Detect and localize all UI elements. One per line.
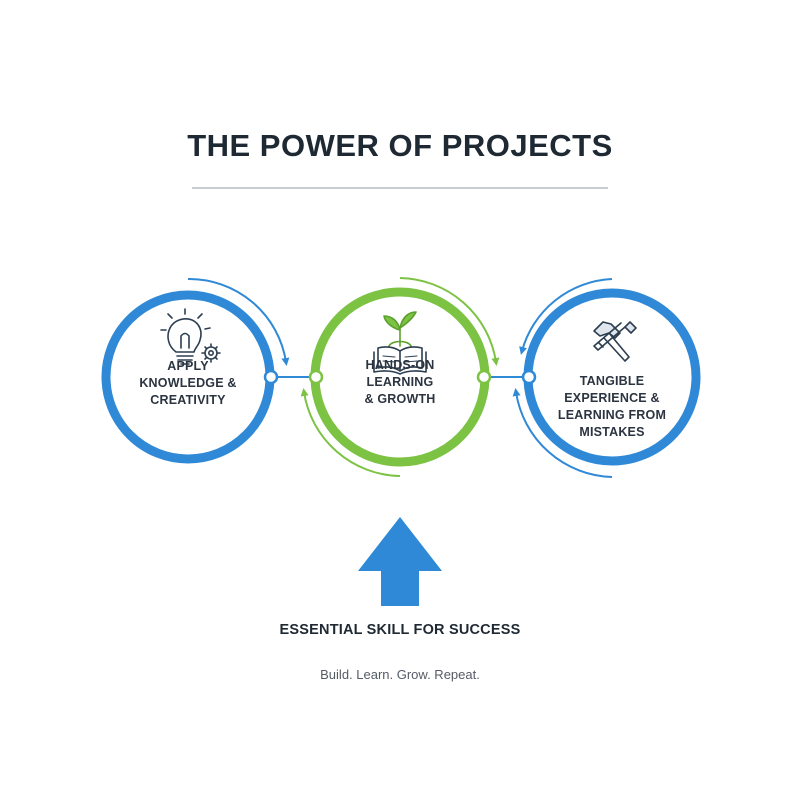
node-label-apply: APPLY KNOWLEDGE & CREATIVITY [113, 358, 263, 409]
node-label-line: TANGIBLE [579, 374, 645, 388]
cycle-arrow-right [512, 388, 613, 478]
node-label-line: HANDS-ON [365, 358, 435, 372]
cycle-arrow-top [399, 277, 500, 366]
connector-node [308, 369, 324, 385]
connector-node [521, 369, 537, 385]
node-label-tangible: TANGIBLE EXPERIENCE & LEARNING FROM MIST… [537, 373, 687, 441]
cycle-arrow-right-top [519, 278, 613, 355]
node-label-line: CREATIVITY [150, 393, 226, 407]
node-label-line: KNOWLEDGE & [139, 376, 237, 390]
node-label-line: & GROWTH [364, 392, 436, 406]
node-label-line: LEARNING [366, 375, 434, 389]
connector-node [476, 369, 492, 385]
connector-node [263, 369, 279, 385]
footer-heading: ESSENTIAL SKILL FOR SUCCESS [279, 622, 521, 638]
sprout-book-icon [373, 311, 427, 375]
title-divider [192, 187, 608, 189]
node-label-line: MISTAKES [579, 425, 645, 439]
hammer-tools-icon [593, 321, 637, 362]
up-arrow-icon [358, 517, 442, 606]
cycle-arrow-left [187, 277, 290, 366]
node-label-hands-on: HANDS-ON LEARNING & GROWTH [325, 357, 475, 408]
node-label-line: APPLY [167, 359, 209, 373]
lightbulb-gear-icon [160, 308, 221, 365]
page-title: THE POWER OF PROJECTS [187, 128, 613, 163]
cycle-arrow-bottom [300, 388, 401, 477]
node-label-line: LEARNING FROM [557, 408, 667, 422]
node-label-line: EXPERIENCE & [564, 391, 660, 405]
footer-tagline: Build. Learn. Grow. Repeat. [320, 667, 480, 682]
